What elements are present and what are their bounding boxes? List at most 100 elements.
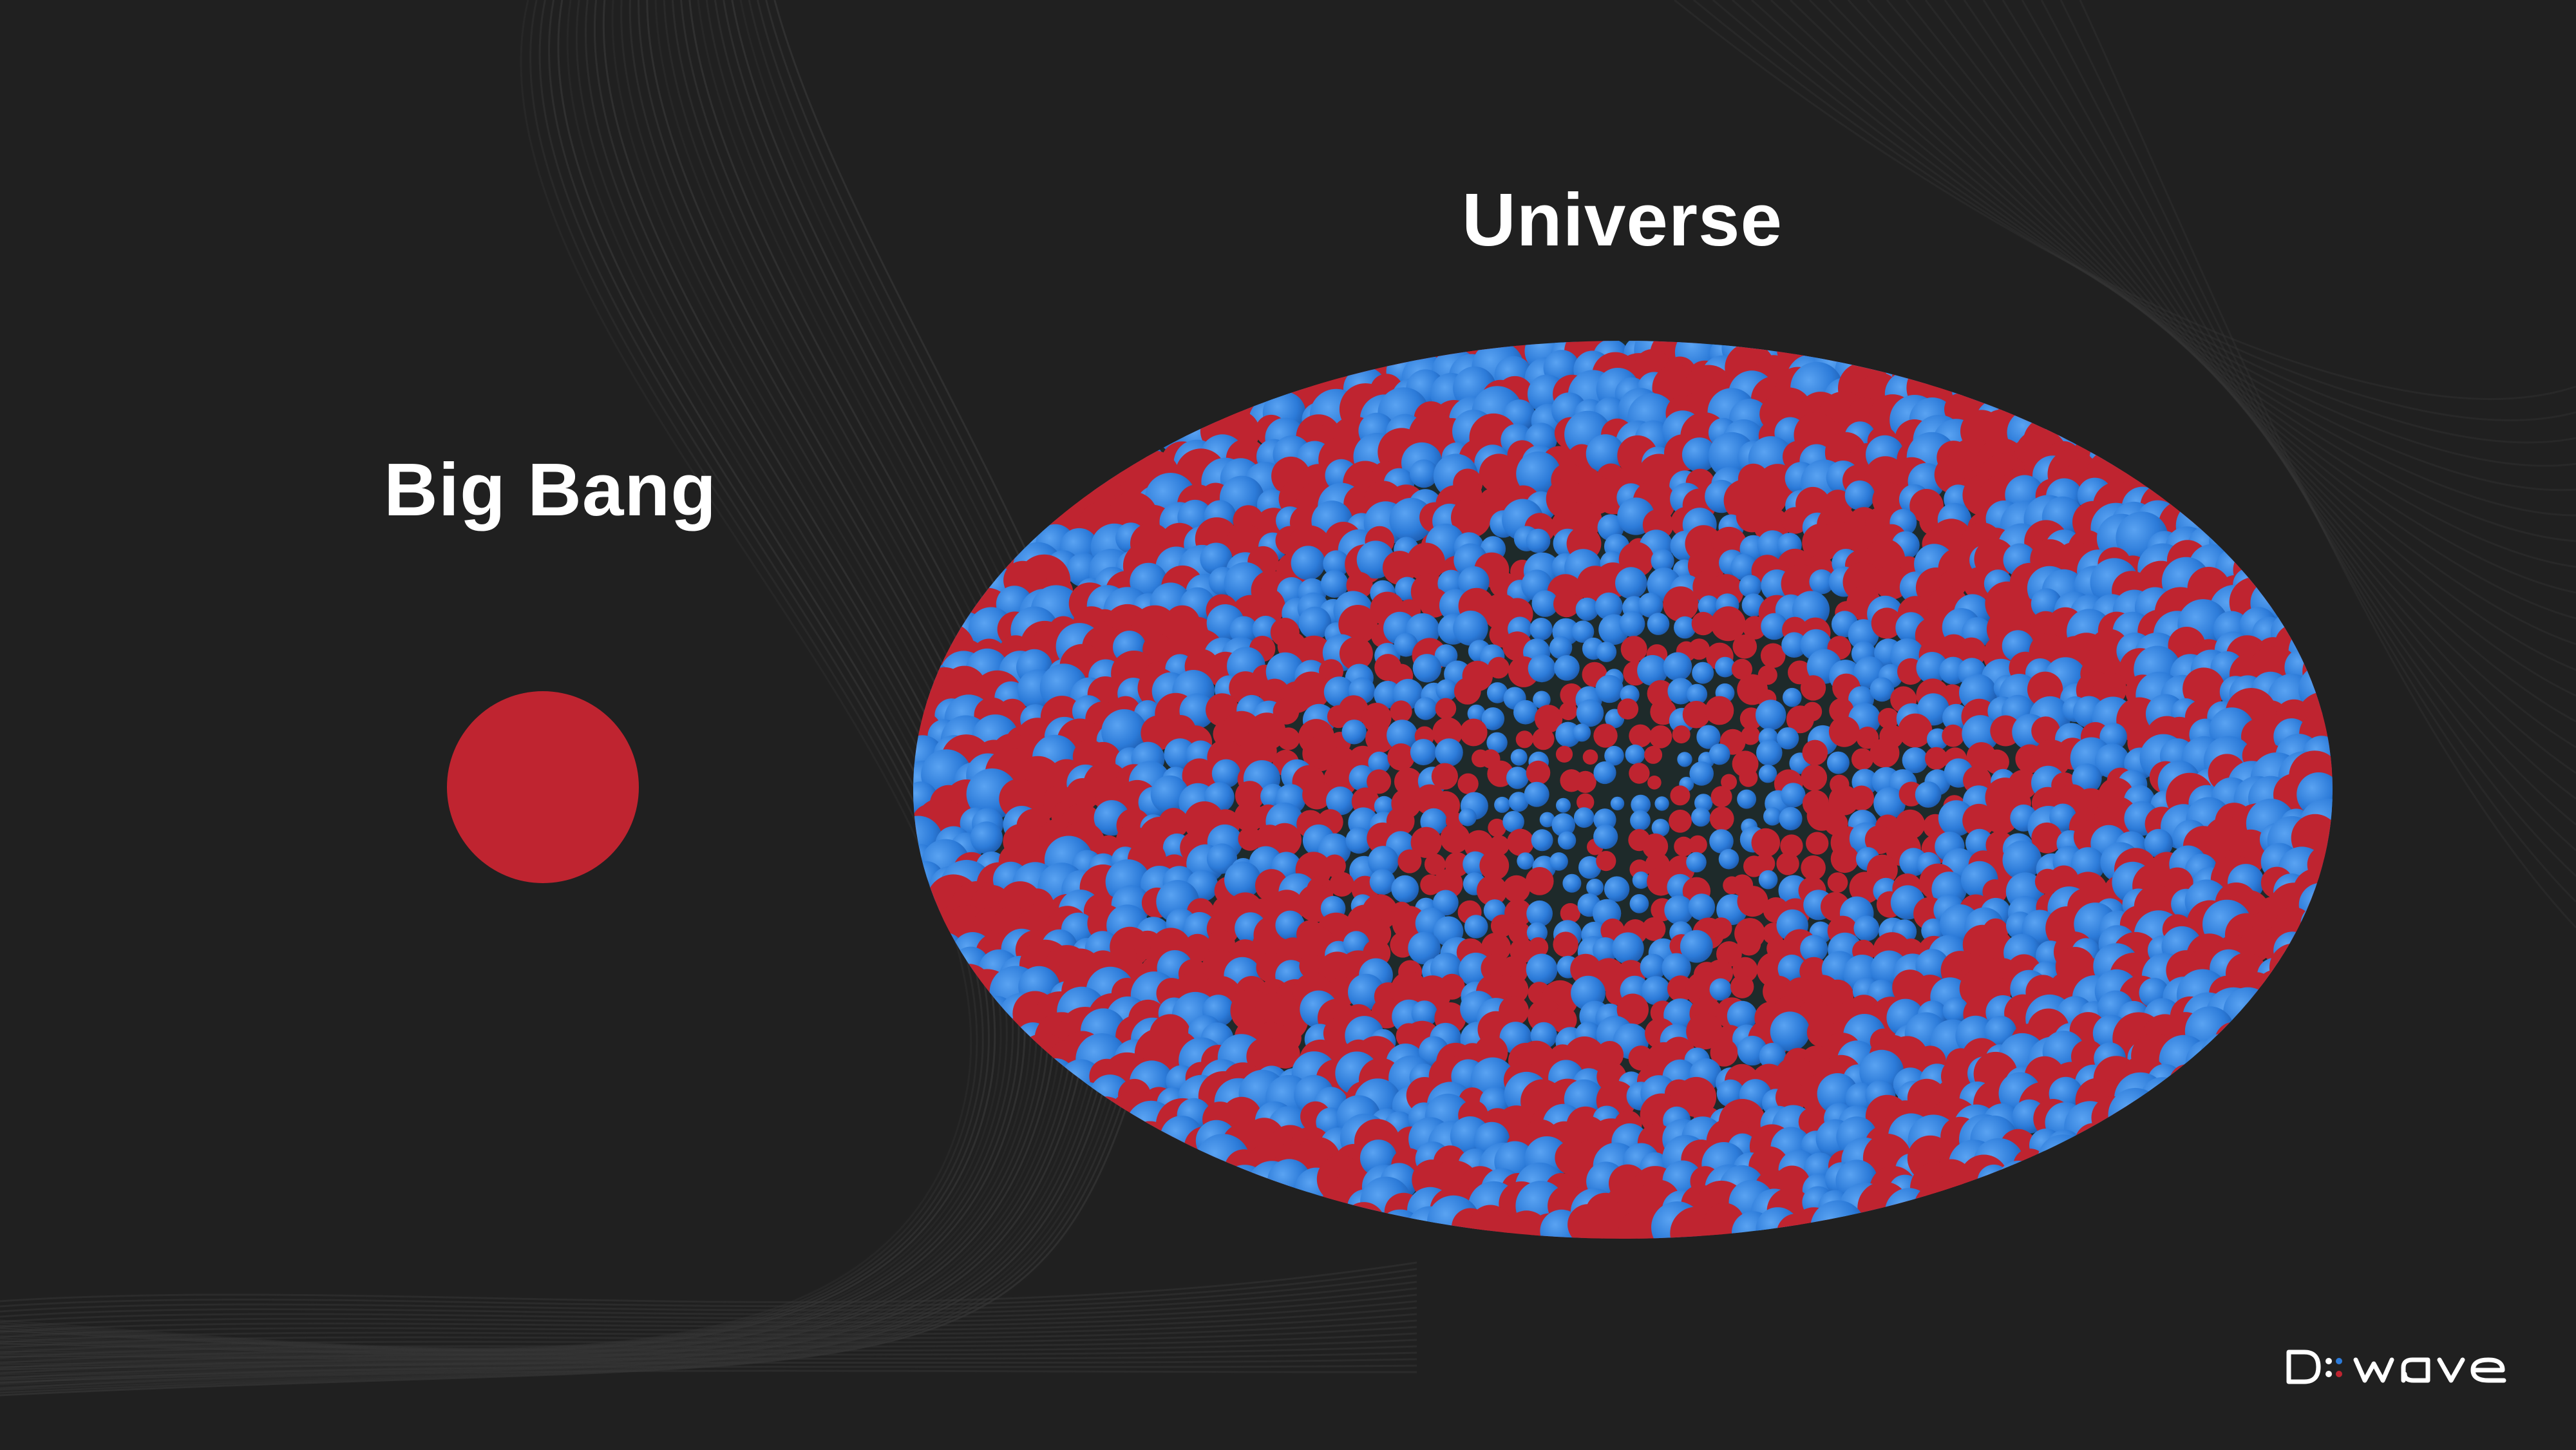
blue-particle <box>1494 796 1511 813</box>
blue-particle <box>1414 697 1437 720</box>
blue-particle <box>1229 616 1258 645</box>
blue-particle <box>1343 931 1370 958</box>
background-curve <box>0 0 1081 1368</box>
red-particle <box>1183 933 1212 962</box>
red-particle <box>1459 718 1488 747</box>
blue-particle <box>1853 915 1880 942</box>
blue-particle <box>1394 633 1418 657</box>
blue-particle <box>1298 606 1332 640</box>
background-curve <box>0 1281 1417 1318</box>
red-particle <box>1424 854 1446 875</box>
blue-particle <box>1619 611 1645 637</box>
blue-particle <box>1387 720 1418 751</box>
blue-particle <box>1291 546 1325 580</box>
red-particle <box>1140 415 1174 450</box>
red-particle <box>1525 867 1554 895</box>
blue-particle <box>1942 997 1969 1024</box>
red-particle <box>1942 724 1965 747</box>
background-curve <box>0 1351 1417 1375</box>
blue-particle <box>1533 691 1551 709</box>
blue-particle <box>2144 828 2174 858</box>
blue-particle <box>1508 792 1529 812</box>
red-particle <box>1302 780 1332 810</box>
background-curve <box>1924 0 2576 723</box>
blue-particle <box>1593 824 1618 850</box>
background-curve <box>0 0 1056 1360</box>
background-curve <box>0 0 1087 1371</box>
red-particle <box>1410 826 1442 858</box>
red-particle <box>1577 793 1595 811</box>
background-curve <box>2079 0 2576 929</box>
background-curve <box>1963 0 2576 774</box>
red-particle <box>1431 763 1458 790</box>
blue-particle <box>1571 620 1595 643</box>
red-particle <box>1620 636 1647 663</box>
red-particle <box>2169 1064 2206 1101</box>
blue-particle <box>1965 828 1994 857</box>
blue-particle <box>1737 789 1757 809</box>
blue-particle <box>1629 894 1649 913</box>
blue-particle <box>1777 954 1806 983</box>
blue-particle <box>1848 619 1879 651</box>
red-particle <box>1856 727 1879 749</box>
background-curve <box>0 1287 1417 1323</box>
red-particle <box>1574 770 1596 793</box>
blue-particle <box>1800 935 1828 963</box>
red-particle <box>1851 748 1873 770</box>
blue-particle <box>1761 613 1788 640</box>
red-particle <box>1454 678 1481 705</box>
red-particle <box>1649 725 1672 749</box>
blue-particle <box>1506 767 1529 789</box>
red-particle <box>1743 616 1766 640</box>
blue-particle <box>1323 550 1350 577</box>
universe-label: Universe <box>1462 178 1783 262</box>
red-particle <box>2183 667 2225 711</box>
blue-particle <box>1410 739 1437 766</box>
red-particle <box>1440 823 1470 854</box>
red-particle <box>1451 497 1492 538</box>
blue-particle <box>1651 819 1670 837</box>
blue-particle <box>1595 674 1624 703</box>
blue-particle <box>1530 618 1553 641</box>
blue-particle <box>2199 1033 2249 1083</box>
blue-particle <box>1341 720 1367 745</box>
red-particle <box>1502 875 1530 903</box>
red-particle <box>1710 786 1732 808</box>
blue-particle <box>1680 930 1713 963</box>
red-particle <box>1871 607 1902 639</box>
red-particle <box>1277 727 1300 750</box>
red-particle <box>1776 852 1799 875</box>
blue-particle <box>1486 732 1508 754</box>
blue-particle <box>1739 575 1762 598</box>
blue-particle <box>2298 882 2333 928</box>
red-particle <box>1526 760 1551 785</box>
red-particle <box>1674 836 1694 857</box>
red-particle <box>1688 835 1707 854</box>
blue-particle <box>1524 781 1549 807</box>
blue-particle <box>2072 763 2102 794</box>
blue-particle <box>1916 651 1948 684</box>
blue-particle <box>1674 616 1696 639</box>
blue-particle <box>1681 437 1717 472</box>
blue-particle <box>1101 709 1148 755</box>
red-particle <box>1617 698 1639 720</box>
red-particle <box>1828 716 1860 747</box>
blue-particle <box>1595 592 1623 620</box>
blue-particle <box>1326 787 1355 816</box>
red-particle <box>1803 701 1823 721</box>
blue-particle <box>1593 761 1616 785</box>
blue-particle <box>1694 794 1713 812</box>
blue-particle <box>1637 654 1668 686</box>
blue-particle <box>1709 978 1732 1001</box>
red-particle <box>2214 1022 2254 1061</box>
background-curve <box>0 0 1069 1363</box>
blue-particle <box>1809 569 1834 595</box>
red-particle <box>1394 767 1423 796</box>
red-particle <box>1500 975 1529 1004</box>
red-particle <box>1984 749 2009 774</box>
red-particle <box>1301 1196 1335 1230</box>
blue-particle <box>1531 590 1558 617</box>
red-particle <box>1709 806 1734 831</box>
blue-particle <box>1604 745 1624 766</box>
background-curve <box>0 0 1026 1356</box>
